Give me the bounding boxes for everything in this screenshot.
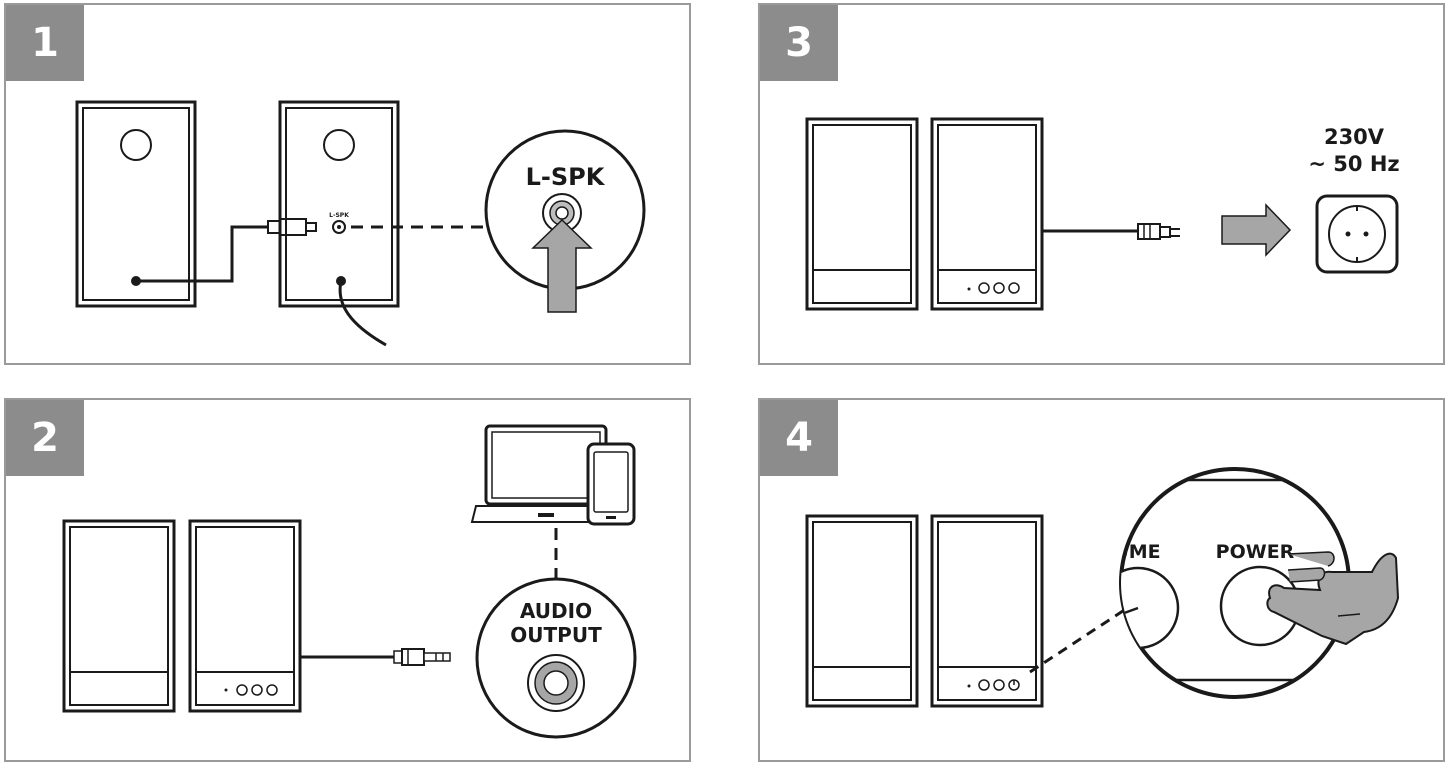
step-4-badge: 4 — [760, 400, 838, 476]
plug-in-arrow-icon — [1221, 203, 1292, 257]
lspk-small-label: L-SPK — [329, 212, 349, 219]
passive-speaker-front — [805, 514, 919, 708]
step-2-badge: 2 — [6, 400, 84, 476]
pointing-hand-icon — [1266, 551, 1400, 646]
step-3-illustration: 230V ~ 50 Hz — [805, 117, 1400, 311]
passive-speaker-front — [805, 117, 919, 311]
active-speaker-front — [930, 117, 1044, 311]
right-speaker-rear: L-SPK — [278, 100, 400, 347]
lspk-zoom-circle: L-SPK — [484, 129, 646, 291]
step-4-panel: 4 UME — [758, 398, 1445, 762]
laptop-icon — [470, 424, 624, 523]
active-speaker-front — [188, 519, 302, 713]
step-3-panel: 3 230V ~ 50 Hz — [758, 3, 1445, 365]
step-2-panel: 2 — [4, 398, 691, 762]
speaker-link-cable — [136, 225, 268, 283]
step-4-illustration: UME POWER — [805, 467, 1400, 708]
step-3-badge: 3 — [760, 5, 838, 81]
wall-socket-icon — [1315, 194, 1399, 274]
passive-speaker-front — [62, 519, 176, 713]
audio-label-line1: AUDIO — [520, 599, 592, 623]
active-speaker-front — [930, 514, 1044, 708]
frequency-label: ~ 50 Hz — [1308, 152, 1399, 176]
phone-icon — [586, 442, 636, 526]
speaker-plug — [267, 218, 317, 236]
audio-jack-icon — [393, 648, 451, 666]
voltage-label: 230V — [1324, 125, 1385, 149]
power-label: POWER — [1216, 541, 1295, 563]
volume-label: UME — [1113, 541, 1160, 563]
power-plug-icon — [1137, 223, 1180, 240]
zoom-leader-line — [1029, 603, 1133, 674]
insert-arrow-icon — [531, 218, 593, 313]
audio-label-line2: OUTPUT — [510, 623, 602, 647]
audio-output-zoom-circle: AUDIO OUTPUT — [475, 577, 637, 739]
left-speaker-rear — [75, 100, 197, 308]
step-1-illustration: L-SPK L-SPK — [75, 100, 646, 347]
step-1-badge: 1 — [6, 5, 84, 81]
step-1-panel: 1 L-SPK L- — [4, 3, 691, 365]
step-2-illustration: AUDIO OUTPUT — [62, 424, 637, 739]
lspk-large-label: L-SPK — [526, 163, 606, 191]
